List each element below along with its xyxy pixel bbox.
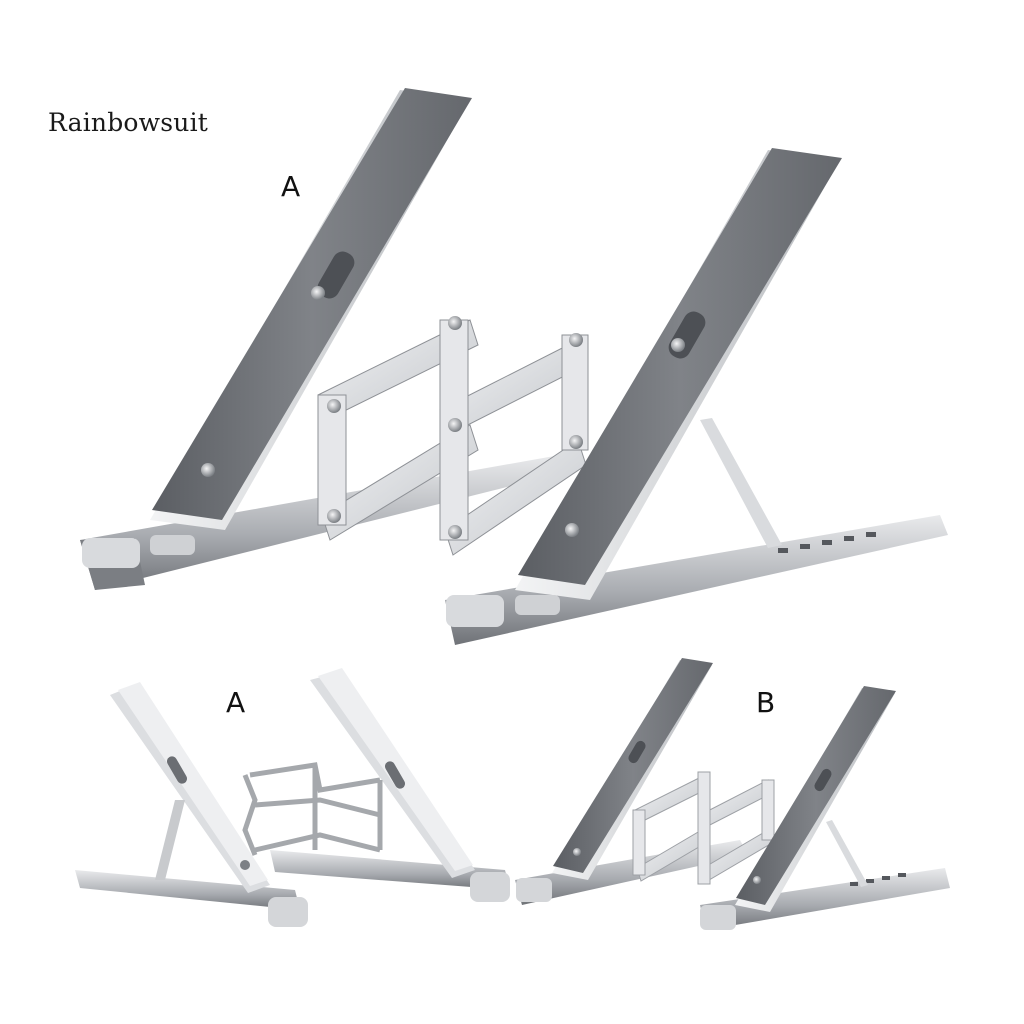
scissor-screws bbox=[327, 316, 583, 539]
hinge-left bbox=[150, 535, 195, 555]
stand-panel-right bbox=[515, 148, 842, 600]
scissor-arms-b bbox=[632, 771, 775, 885]
variant-label-b-bottom: B bbox=[756, 686, 776, 719]
stand-panel-left bbox=[150, 88, 472, 530]
stand-b bbox=[515, 658, 950, 930]
stand-a-large bbox=[80, 88, 948, 645]
support-leg bbox=[700, 418, 782, 548]
variant-label-a-bottom: A bbox=[226, 686, 246, 719]
scissor-arms bbox=[317, 319, 589, 556]
watermark-text: Rainbowsuit bbox=[48, 108, 209, 137]
base-rail-right bbox=[445, 515, 948, 645]
stand-a-small-silver bbox=[75, 668, 510, 927]
hinge-right bbox=[515, 595, 560, 615]
variant-label-a-top: A bbox=[281, 170, 301, 203]
